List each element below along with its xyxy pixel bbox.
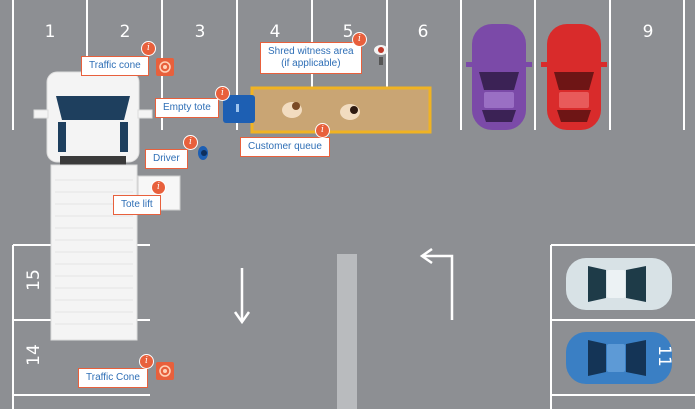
- callout-driver: Driver: [145, 149, 188, 169]
- info-icon[interactable]: i: [141, 41, 156, 56]
- info-icon[interactable]: i: [139, 354, 154, 369]
- customer-figure-1: [282, 102, 302, 118]
- space-number-6: 6: [417, 22, 429, 42]
- callout-label: Traffic cone: [89, 60, 141, 71]
- car-blue: [566, 332, 672, 384]
- median-curb: [337, 254, 357, 409]
- callout-shred-witness-area: Shred witness area (if applicable): [260, 42, 362, 74]
- traffic-cone-top: [156, 58, 174, 76]
- callout-label: Empty tote: [163, 102, 211, 113]
- callout-empty-tote: Empty tote: [155, 98, 219, 118]
- arrow-down: [233, 268, 251, 325]
- space-number-15: 15: [24, 269, 44, 291]
- car-purple: [466, 24, 532, 130]
- space-number-4: 4: [269, 22, 281, 42]
- parking-lines-bottom-right: [550, 244, 695, 409]
- space-number-14: 14: [24, 344, 44, 366]
- empty-tote: [223, 95, 255, 123]
- space-number-1: 1: [44, 22, 56, 42]
- callout-tote-lift: Tote lift: [113, 195, 161, 215]
- info-icon[interactable]: i: [315, 123, 330, 138]
- callout-label: Driver: [153, 153, 180, 164]
- callout-label: Tote lift: [121, 199, 153, 210]
- space-number-3: 3: [194, 22, 206, 42]
- callout-label-line1: Shred witness area: [268, 46, 354, 57]
- callout-label-line2: (if applicable): [281, 58, 341, 69]
- customer-figure-2: [340, 104, 360, 120]
- info-icon[interactable]: i: [215, 86, 230, 101]
- witness-figure: [374, 45, 388, 65]
- callout-traffic-cone-top: Traffic cone: [81, 56, 149, 76]
- space-number-11: 11: [654, 345, 674, 367]
- car-white: [566, 258, 672, 310]
- info-icon[interactable]: i: [183, 135, 198, 150]
- traffic-cone-bottom: [156, 362, 174, 380]
- callout-label: Customer queue: [248, 141, 322, 152]
- callout-label: Traffic Cone: [86, 372, 140, 383]
- space-number-5: 5: [342, 22, 354, 42]
- callout-customer-queue: Customer queue: [240, 137, 330, 157]
- shred-truck: [33, 71, 153, 341]
- driver-figure: [198, 146, 208, 160]
- info-icon[interactable]: i: [352, 32, 367, 47]
- space-number-9: 9: [642, 22, 654, 42]
- space-number-2: 2: [119, 22, 131, 42]
- info-icon[interactable]: i: [151, 180, 166, 195]
- arrow-turn-left: [419, 247, 454, 320]
- callout-traffic-cone-bottom: Traffic Cone: [78, 368, 148, 388]
- car-red: [541, 24, 607, 130]
